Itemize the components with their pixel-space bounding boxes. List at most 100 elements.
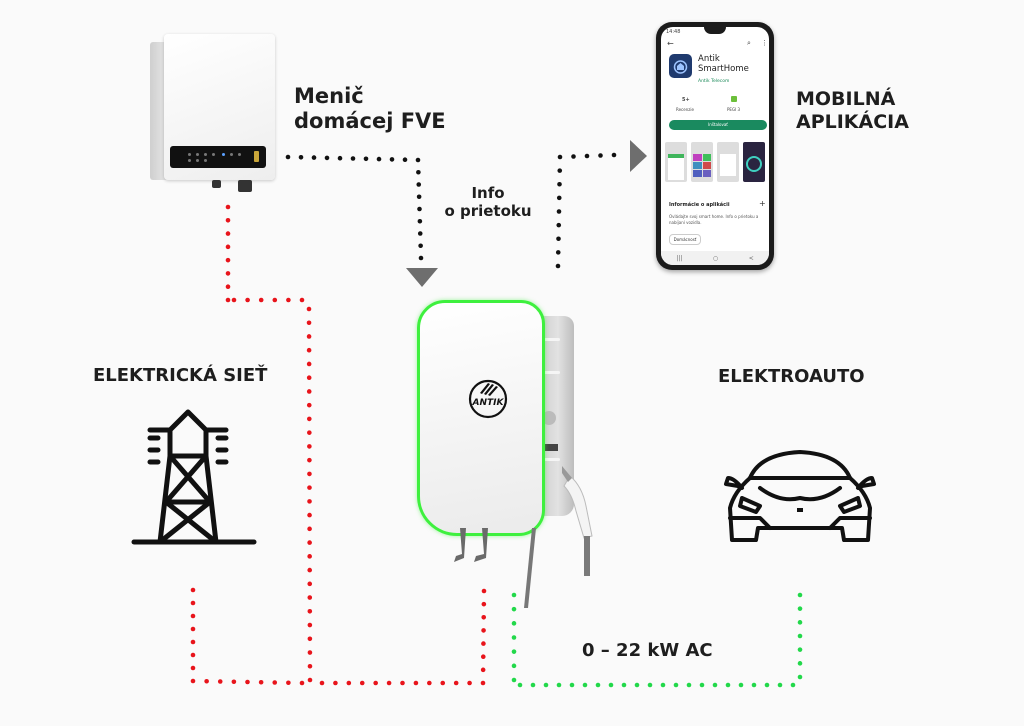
- grid-to-charger-line-dot: [346, 680, 352, 686]
- charger-to-ev-line-dot: [725, 682, 731, 688]
- inverter-to-charger-info-line-dot: [298, 155, 304, 160]
- inverter-grid-line-dot: [307, 540, 312, 545]
- inverter-to-charger-info-line-dot: [311, 155, 317, 160]
- app-info-heading: Informácie o aplikácii: [669, 202, 730, 208]
- stat-left-value: 5+: [682, 97, 690, 103]
- charger-to-ev-line-dot: [608, 682, 614, 688]
- power-tower-icon: [131, 409, 257, 545]
- charger-to-ev-line-dot: [543, 682, 549, 688]
- charger-to-ev-line-dot: [797, 647, 803, 652]
- inverter-grid-line-dot: [307, 567, 313, 573]
- inverter-to-charger-info-line-dot: [376, 156, 382, 162]
- inverter-to-charger-info-line-dot: [417, 218, 423, 224]
- grid-to-charger-line-dot: [481, 628, 486, 633]
- category-chip[interactable]: Domácnosť: [669, 234, 701, 245]
- charger-to-ev-line-dot: [530, 682, 536, 688]
- charger-to-ev-line-dot: [511, 621, 517, 626]
- inverter-to-charger-info-line-dot: [418, 255, 424, 261]
- back-arrow-icon[interactable]: ←: [667, 39, 674, 48]
- grid-to-charger-line-dot: [333, 680, 338, 686]
- antik-logo: ANTIK: [468, 379, 508, 419]
- grid-left-line-dot: [190, 652, 196, 658]
- more-options-icon[interactable]: ⋮: [761, 39, 768, 47]
- charger-to-ev-line-dot: [647, 682, 653, 688]
- inverter-grid-line-dot: [307, 554, 312, 559]
- charger-to-ev-line-dot: [511, 677, 517, 683]
- charger-to-ev-line: [511, 592, 803, 688]
- inverter-grid-line-dot: [258, 297, 264, 303]
- app-icon: [669, 54, 692, 78]
- brand-text: ANTIK: [472, 398, 505, 408]
- inverter-grid-line-dot: [307, 677, 313, 683]
- grid-to-charger-line-dot: [481, 588, 487, 594]
- stat-right-label: PEGI 3: [727, 107, 741, 112]
- charger-to-ev-line-dot: [660, 682, 666, 688]
- grid-label: ELEKTRICKÁ SIEŤ: [93, 365, 268, 386]
- inverter-grid-line-dot: [307, 430, 312, 435]
- inverter-to-charger-info-line-dot: [416, 194, 422, 200]
- inverter-grid-line-dot: [231, 297, 237, 303]
- inverter-grid-line-dot: [306, 375, 312, 381]
- grid-left-line-dot: [299, 680, 305, 686]
- grid-to-charger-line-dot: [481, 601, 487, 607]
- inverter-grid-line-dot: [225, 271, 231, 276]
- inverter-grid-line-dot: [225, 231, 231, 236]
- inverter-to-charger-info-line-dot: [417, 206, 422, 212]
- charger-to-phone-info-line-dot: [611, 152, 617, 158]
- charger-to-ev-line-dot: [556, 682, 562, 688]
- inverter-grid-line-dot: [225, 204, 231, 210]
- ev-label: ELEKTROAUTO: [718, 366, 865, 387]
- inverter-grid-line-dot: [245, 297, 250, 303]
- inverter-grid-line-dot: [306, 361, 312, 367]
- app-screenshot[interactable]: [665, 142, 687, 182]
- app-screenshot[interactable]: [691, 142, 713, 182]
- grid-left-line-dot: [231, 679, 237, 685]
- grid-left-line-dot: [190, 613, 196, 619]
- search-icon[interactable]: ⌕: [747, 39, 751, 47]
- back-icon[interactable]: <: [748, 254, 754, 262]
- charger-to-ev-line-dot: [699, 682, 705, 688]
- inverter-grid-line-dot: [272, 297, 278, 303]
- info-flow-label: Info o prietoku: [444, 184, 532, 220]
- charger-to-ev-line-dot: [511, 635, 517, 640]
- grid-to-charger-line-dot: [467, 680, 472, 686]
- grid-to-charger-line: [319, 588, 487, 686]
- inverter-grid-line-dot: [307, 444, 312, 449]
- charger-to-phone-info-line-dot: [556, 222, 562, 228]
- inverter-to-charger-info-line-dot: [363, 156, 369, 162]
- inverter-label: Menič domácej FVE: [294, 84, 446, 134]
- charger-front-panel: ANTIK: [417, 300, 545, 536]
- charger-to-ev-line-dot: [569, 682, 575, 688]
- inverter-grid-line-dot: [307, 499, 312, 504]
- charger-to-phone-info-line-dot: [556, 209, 562, 214]
- recents-icon[interactable]: |||: [676, 254, 683, 262]
- app-info-text: Ovládajte svoj smart home. Info o prieto…: [669, 214, 759, 225]
- inverter-to-charger-info-line-dot: [350, 156, 356, 161]
- app-screenshot[interactable]: [743, 142, 765, 182]
- grid-to-charger-line-dot: [319, 680, 325, 686]
- charger-to-ev-line-dot: [751, 682, 757, 688]
- inverter-to-charger-info-line-dot: [389, 157, 395, 162]
- charger-to-ev-line-dot: [517, 682, 523, 688]
- expand-plus-icon[interactable]: +: [759, 199, 766, 208]
- charger-to-phone-info-line-dot: [557, 154, 563, 160]
- charger-to-phone-info-line-dot: [584, 153, 590, 159]
- install-button[interactable]: Inštalovať: [669, 120, 767, 130]
- grid-left-line-dot: [217, 679, 223, 684]
- app-screenshot[interactable]: [717, 142, 739, 182]
- home-icon[interactable]: ○: [712, 254, 719, 262]
- inverter-grid-line-dot: [307, 471, 312, 477]
- inverter-to-charger-info-line-dot: [416, 169, 421, 175]
- charger-to-phone-info-line-dot: [556, 236, 561, 242]
- inverter-to-charger-info-line-dot: [285, 154, 291, 160]
- grid-to-charger-line-dot: [373, 680, 378, 686]
- grid-left-line-dot: [286, 680, 291, 686]
- charger-to-phone-info-line-dot: [598, 153, 603, 158]
- inverter-grid-line-dot: [307, 608, 313, 614]
- inverter-grid-line-dot: [225, 217, 231, 223]
- charger-to-phone-info-line-dot: [557, 168, 563, 173]
- inverter-grid-line-dot: [306, 416, 312, 422]
- grid-left-line-dot: [190, 639, 196, 645]
- grid-left-line-dot: [272, 680, 278, 685]
- charger-to-ev-line-dot: [797, 674, 803, 680]
